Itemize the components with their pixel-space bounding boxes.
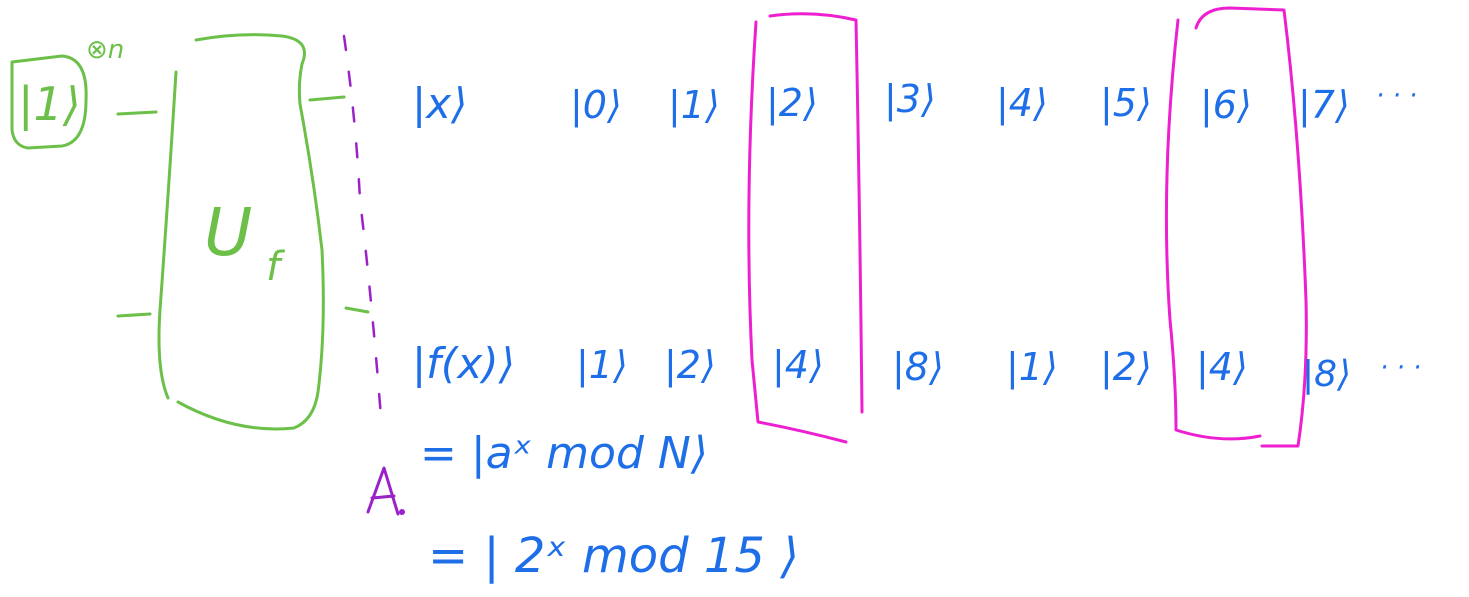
uf-gate-subscript: f [266, 244, 286, 290]
output-wire-top [308, 95, 346, 102]
measurement-dashed-line [342, 34, 384, 432]
point-a-marker [366, 466, 405, 516]
x-state-4: |4⟩ [996, 81, 1048, 126]
register-x-row: |x⟩ |0⟩ |1⟩ |2⟩ |3⟩ |4⟩ |5⟩ |6⟩ |7⟩ · · … [412, 77, 1417, 128]
fx-state-5: |2⟩ [1100, 345, 1152, 390]
input-state-box [10, 54, 88, 150]
input-wire-top [116, 110, 158, 116]
marker-dot [399, 509, 405, 515]
fx-state-4: |1⟩ [1006, 345, 1058, 390]
input-state-group: |1⟩ ⊗n [10, 35, 158, 318]
equation-line-1: = |aˣ mod N⟩ [420, 428, 708, 479]
tensor-power-label: ⊗n [86, 35, 124, 65]
fx-state-3: |8⟩ [892, 345, 944, 390]
fx-state-1: |2⟩ [664, 343, 716, 388]
x-row-ellipsis: · · · [1376, 81, 1417, 111]
x-state-5: |5⟩ [1100, 81, 1152, 126]
x-state-7: |7⟩ [1298, 83, 1350, 128]
register-x-symbol: |x⟩ [412, 79, 467, 128]
x-state-6: |6⟩ [1200, 83, 1252, 128]
fx-state-0: |1⟩ [576, 343, 628, 388]
input-wire-bottom [116, 312, 152, 318]
equations-block: = |aˣ mod N⟩ = | 2ˣ mod 15 ⟩ [420, 428, 799, 584]
fx-state-6: |4⟩ [1196, 345, 1248, 390]
register-fx-symbol: |f(x)⟩ [412, 339, 515, 388]
equation-line-2: = | 2ˣ mod 15 ⟩ [428, 528, 799, 584]
x-state-0: |0⟩ [570, 83, 622, 128]
highlight-box-column-6 [1164, 6, 1308, 448]
uf-gate: U f [157, 33, 370, 431]
output-wire-bottom [344, 306, 370, 314]
x-state-2: |2⟩ [766, 81, 818, 126]
fx-state-7: |8⟩ [1302, 354, 1351, 395]
highlight-box-column-2 [747, 12, 864, 444]
triangle-a-mark [366, 466, 400, 516]
x-state-1: |1⟩ [668, 83, 720, 128]
x-state-3: |3⟩ [884, 77, 936, 122]
uf-gate-label: U [204, 194, 252, 271]
fx-row-ellipsis: · · · [1380, 353, 1421, 383]
uf-gate-box [157, 33, 325, 431]
fx-state-2: |4⟩ [772, 343, 824, 388]
input-state-label: |1⟩ [18, 77, 81, 132]
register-fx-row: |f(x)⟩ |1⟩ |2⟩ |4⟩ |8⟩ |1⟩ |2⟩ |4⟩ |8⟩ ·… [412, 339, 1421, 395]
